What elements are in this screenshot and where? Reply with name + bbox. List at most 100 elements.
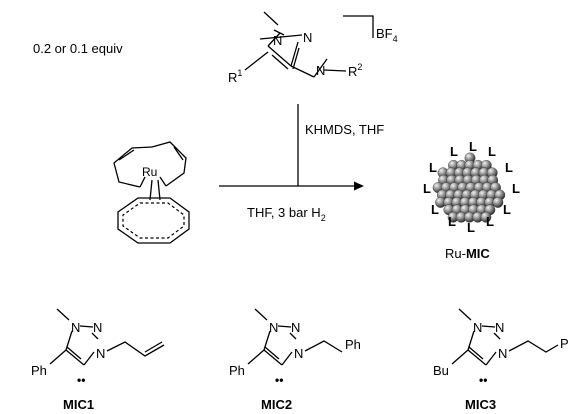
bond: [106, 341, 165, 357]
upper-arrow-label: KHMDS, THF: [305, 122, 384, 137]
bond: [56, 308, 70, 321]
ligand-l: L: [431, 202, 439, 217]
ligand-name: MIC1: [63, 397, 94, 412]
atom-label: N: [96, 346, 105, 361]
carbene-lone-pair: ••: [479, 373, 487, 387]
bond: [485, 351, 497, 366]
bond: [508, 340, 559, 353]
bond: [259, 34, 303, 40]
ligand-l: L: [488, 144, 496, 159]
bond: [281, 351, 293, 366]
bond: [244, 51, 269, 71]
cot-ring: [117, 197, 190, 244]
substituent-1: Ph: [345, 337, 361, 352]
bond: [91, 332, 99, 340]
bond: [263, 349, 283, 366]
substituent-1: P: [560, 336, 569, 351]
ligand-l: L: [448, 214, 456, 229]
mic3-structure: N N N Bu P •• MIC3: [433, 308, 569, 412]
atom-label: N: [294, 346, 303, 361]
bond: [273, 29, 285, 36]
cot-delocalization: [122, 202, 185, 239]
bond: [83, 351, 95, 366]
ligand-shell: L L L L L L L L L L L L Ru-MIC: [423, 139, 520, 261]
arrow-head: [354, 181, 364, 191]
atom-label: N: [495, 320, 504, 335]
bond: [263, 11, 279, 26]
ligand-l: L: [512, 181, 520, 196]
bond: [290, 65, 315, 78]
bond: [481, 325, 496, 328]
bond: [313, 58, 328, 78]
bond: [468, 346, 484, 360]
bond: [151, 141, 187, 187]
ligand-l: L: [469, 139, 477, 154]
carbene-lone-pair: ••: [275, 373, 283, 387]
r2-substituent: R2: [348, 62, 362, 79]
ligand-l: L: [486, 214, 494, 229]
atom-label: N: [291, 320, 300, 335]
bond: [65, 330, 73, 351]
ligand-l: L: [505, 160, 513, 175]
atom-label: N: [93, 320, 102, 335]
atom-label: N: [303, 30, 312, 45]
ligand-l: L: [429, 160, 437, 175]
bond: [267, 32, 281, 47]
bond: [277, 325, 292, 328]
bond: [113, 146, 153, 188]
bond: [159, 176, 167, 187]
bond: [144, 341, 163, 353]
nanoparticle-cluster: [432, 152, 506, 223]
atom-label: N: [71, 320, 80, 335]
ru-precursor: Ru: [113, 141, 190, 244]
mic2-structure: N N N Ph Ph •• MIC2: [229, 308, 361, 412]
ruthenium-label: Ru: [142, 165, 157, 179]
bond: [247, 349, 265, 365]
r1-substituent: R1: [228, 68, 242, 85]
ligand-name: MIC2: [261, 397, 292, 412]
equiv-label: 0.2 or 0.1 equiv: [33, 41, 123, 56]
bond: [290, 41, 299, 67]
bond: [65, 349, 85, 366]
ligand-l: L: [423, 181, 431, 196]
carbene-lone-pair: ••: [77, 373, 85, 387]
lower-arrow-label: THF, 3 bar H2: [247, 205, 326, 223]
bond: [139, 176, 146, 188]
bond: [149, 179, 153, 201]
bond: [254, 308, 268, 321]
substituent-5: Ph: [229, 363, 245, 378]
bond: [304, 340, 343, 353]
bond: [467, 330, 475, 351]
counterion-label: BF4: [376, 26, 398, 44]
bond: [458, 308, 472, 321]
bond: [493, 332, 501, 340]
bond: [271, 54, 289, 70]
bond: [157, 179, 161, 201]
substituent-5: Ph: [31, 363, 47, 378]
ligand-l: L: [467, 220, 475, 235]
mic1-structure: N N N Ph •• MIC1: [31, 308, 165, 412]
bond: [49, 349, 67, 365]
ligand-l: L: [450, 144, 458, 159]
atom-label: N: [473, 320, 482, 335]
ru-atom-sphere: [492, 196, 504, 208]
triazolium-salt: 0.2 or 0.1 equiv N N N R1 R2 BF4: [33, 11, 398, 85]
bond: [292, 47, 300, 70]
atom-label: N: [316, 63, 325, 78]
substituent-5: Bu: [433, 363, 449, 378]
product-label: Ru-MIC: [445, 246, 490, 261]
bond: [79, 325, 94, 328]
bond: [343, 15, 374, 38]
bond: [263, 330, 271, 351]
atom-label: N: [498, 346, 507, 361]
bond: [323, 69, 347, 72]
reaction-arrow: KHMDS, THF THF, 3 bar H2: [219, 104, 384, 223]
bond: [289, 332, 297, 340]
atom-label: N: [273, 33, 282, 48]
bond: [451, 349, 469, 365]
bond: [267, 45, 292, 67]
bond: [264, 346, 280, 360]
bond: [66, 346, 82, 360]
bond: [467, 349, 487, 366]
